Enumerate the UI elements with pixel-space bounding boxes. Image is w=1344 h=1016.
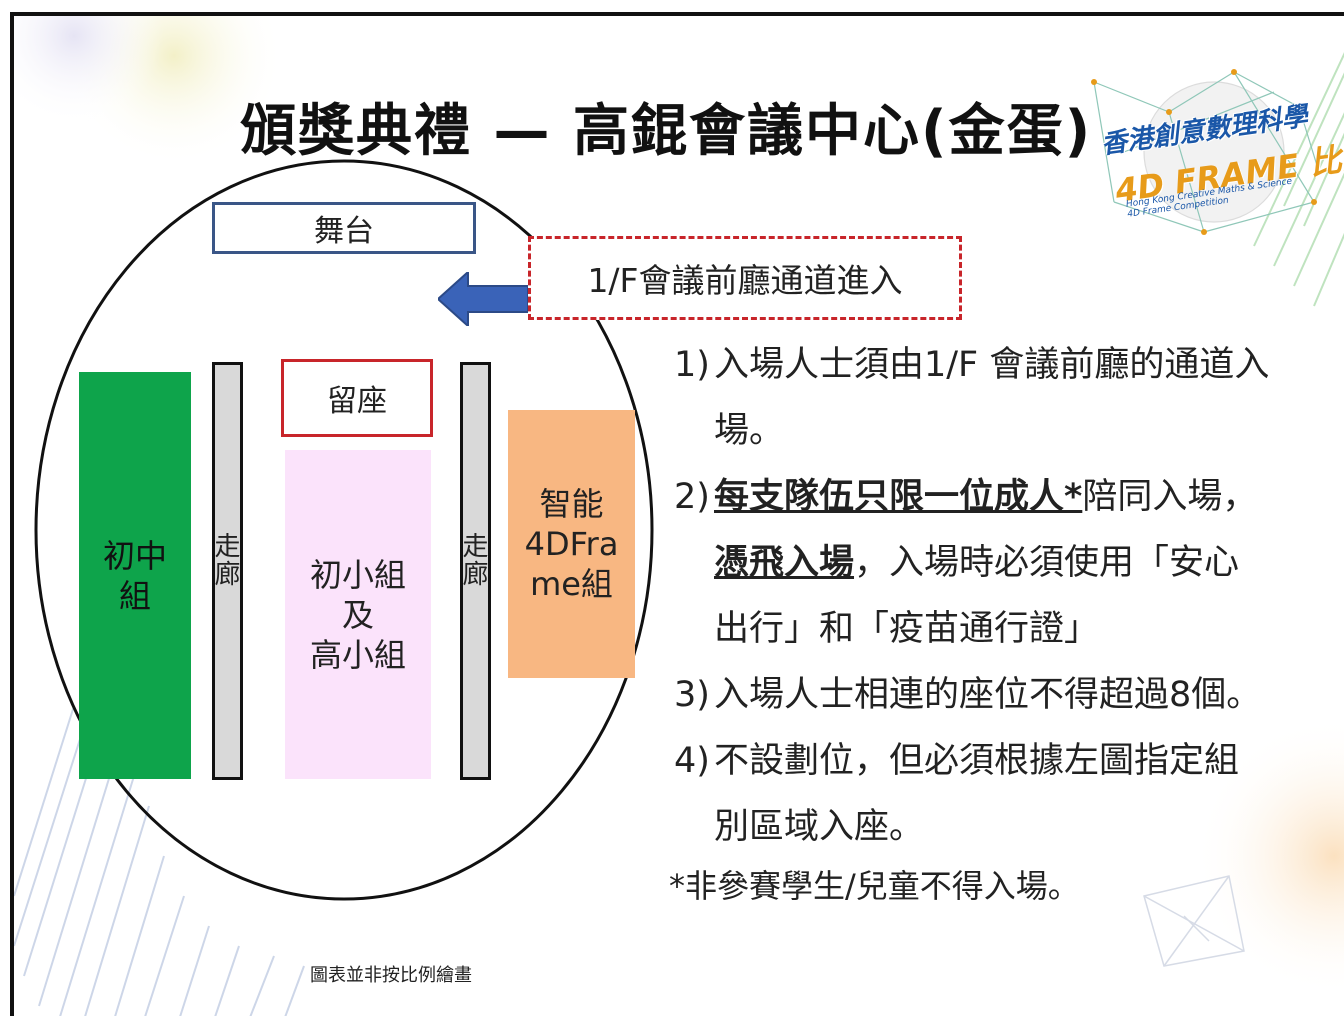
rule-3-number: 3) (674, 675, 710, 715)
rule-4-line2: 別區域入座。 (714, 807, 925, 847)
rule-4-number: 4) (674, 741, 710, 781)
rule-2-number: 2) (674, 477, 710, 517)
entrance-label: 1/F會議前廳通道進入 (528, 236, 962, 320)
junior-area-label-line1: 初中 (102, 536, 167, 575)
rule-2-rest1: 陪同入場， (1082, 477, 1258, 517)
rule-3: 3) 入場人士相連的座位不得超過8個。 (674, 662, 1314, 728)
junior-area-label-line2: 組 (118, 576, 151, 615)
venue-ellipse (34, 159, 654, 901)
frame4d-area-label-line3: me組 (530, 565, 613, 603)
entrance-arrow-icon (438, 272, 529, 326)
corridor-left: 走 廊 (212, 362, 243, 780)
rule-1: 1) 入場人士須由1/F 會議前廳的通道入 場。 (674, 332, 1314, 464)
logo-network-graphic (1091, 69, 1320, 235)
corridor-left-label-line2: 廊 (214, 560, 241, 590)
corridor-right-label-line2: 廊 (462, 560, 489, 590)
background-decoration (14, 16, 1344, 1016)
corridor-right: 走 廊 (460, 362, 491, 780)
page-title: 頒獎典禮 — 高錕會議中心(金蛋) (240, 99, 1093, 164)
rule-2-line2: 憑飛入場，入場時必須使用「安心 (674, 530, 1314, 596)
rule-1-line1: 入場人士須由1/F 會議前廳的通道入 (714, 345, 1270, 385)
rule-4: 4) 不設劃位，但必須根據左圖指定組 別區域入座。 (674, 728, 1314, 860)
scale-disclaimer: 圖表並非按比例繪畫 (310, 965, 472, 986)
frame4d-area-label-line2: 4DFra (524, 525, 619, 563)
primary-area-label-line1: 初小組 (309, 555, 406, 594)
junior-secondary-area: 初中 組 (79, 372, 191, 779)
rule-2: 2) 每支隊伍只限一位成人*陪同入場， 憑飛入場，入場時必須使用「安心 出行」和… (674, 464, 1314, 662)
frame4d-area: 智能 4DFra me組 (508, 410, 635, 678)
rule-2-bold-ticket: 憑飛入場 (714, 543, 855, 583)
competition-logo: 香港創意數理科學 4D FRAME 比賽 Hong Kong Creative … (1074, 52, 1344, 252)
rule-2-line1: 每支隊伍只限一位成人*陪同入場， (674, 464, 1314, 530)
venue-outline (34, 159, 654, 901)
primary-area-label-line2: 及 (341, 595, 374, 634)
corridor-right-label-line1: 走 (462, 532, 489, 562)
reserved-seats-box: 留座 (281, 359, 433, 437)
rule-3-line1: 入場人士相連的座位不得超過8個。 (714, 675, 1262, 715)
rule-2-bold-adult: 每支隊伍只限一位成人* (714, 477, 1083, 517)
rules-list: 1) 入場人士須由1/F 會議前廳的通道入 場。 2) 每支隊伍只限一位成人*陪… (674, 332, 1314, 860)
non-participant-note: *非參賽學生/兒童不得入場。 (669, 867, 1080, 905)
rule-2-line3: 出行」和「疫苗通行證」 (714, 609, 1100, 649)
corridor-left-label-line1: 走 (214, 532, 241, 562)
rule-1-number: 1) (674, 345, 710, 385)
rule-2-rest2: ，入場時必須使用「安心 (854, 543, 1240, 583)
slide-frame: 頒獎典禮 — 高錕會議中心(金蛋) 香港創意數理科學 4D FRAME 比賽 H… (10, 12, 1344, 1016)
primary-area-label-line3: 高小組 (309, 635, 406, 674)
stage-box: 舞台 (212, 202, 476, 254)
frame4d-area-label-line1: 智能 (539, 485, 604, 523)
rule-4-line1: 不設劃位，但必須根據左圖指定組 (714, 741, 1240, 781)
primary-area: 初小組 及 高小組 (285, 450, 431, 779)
rule-1-line2: 場。 (714, 411, 785, 451)
